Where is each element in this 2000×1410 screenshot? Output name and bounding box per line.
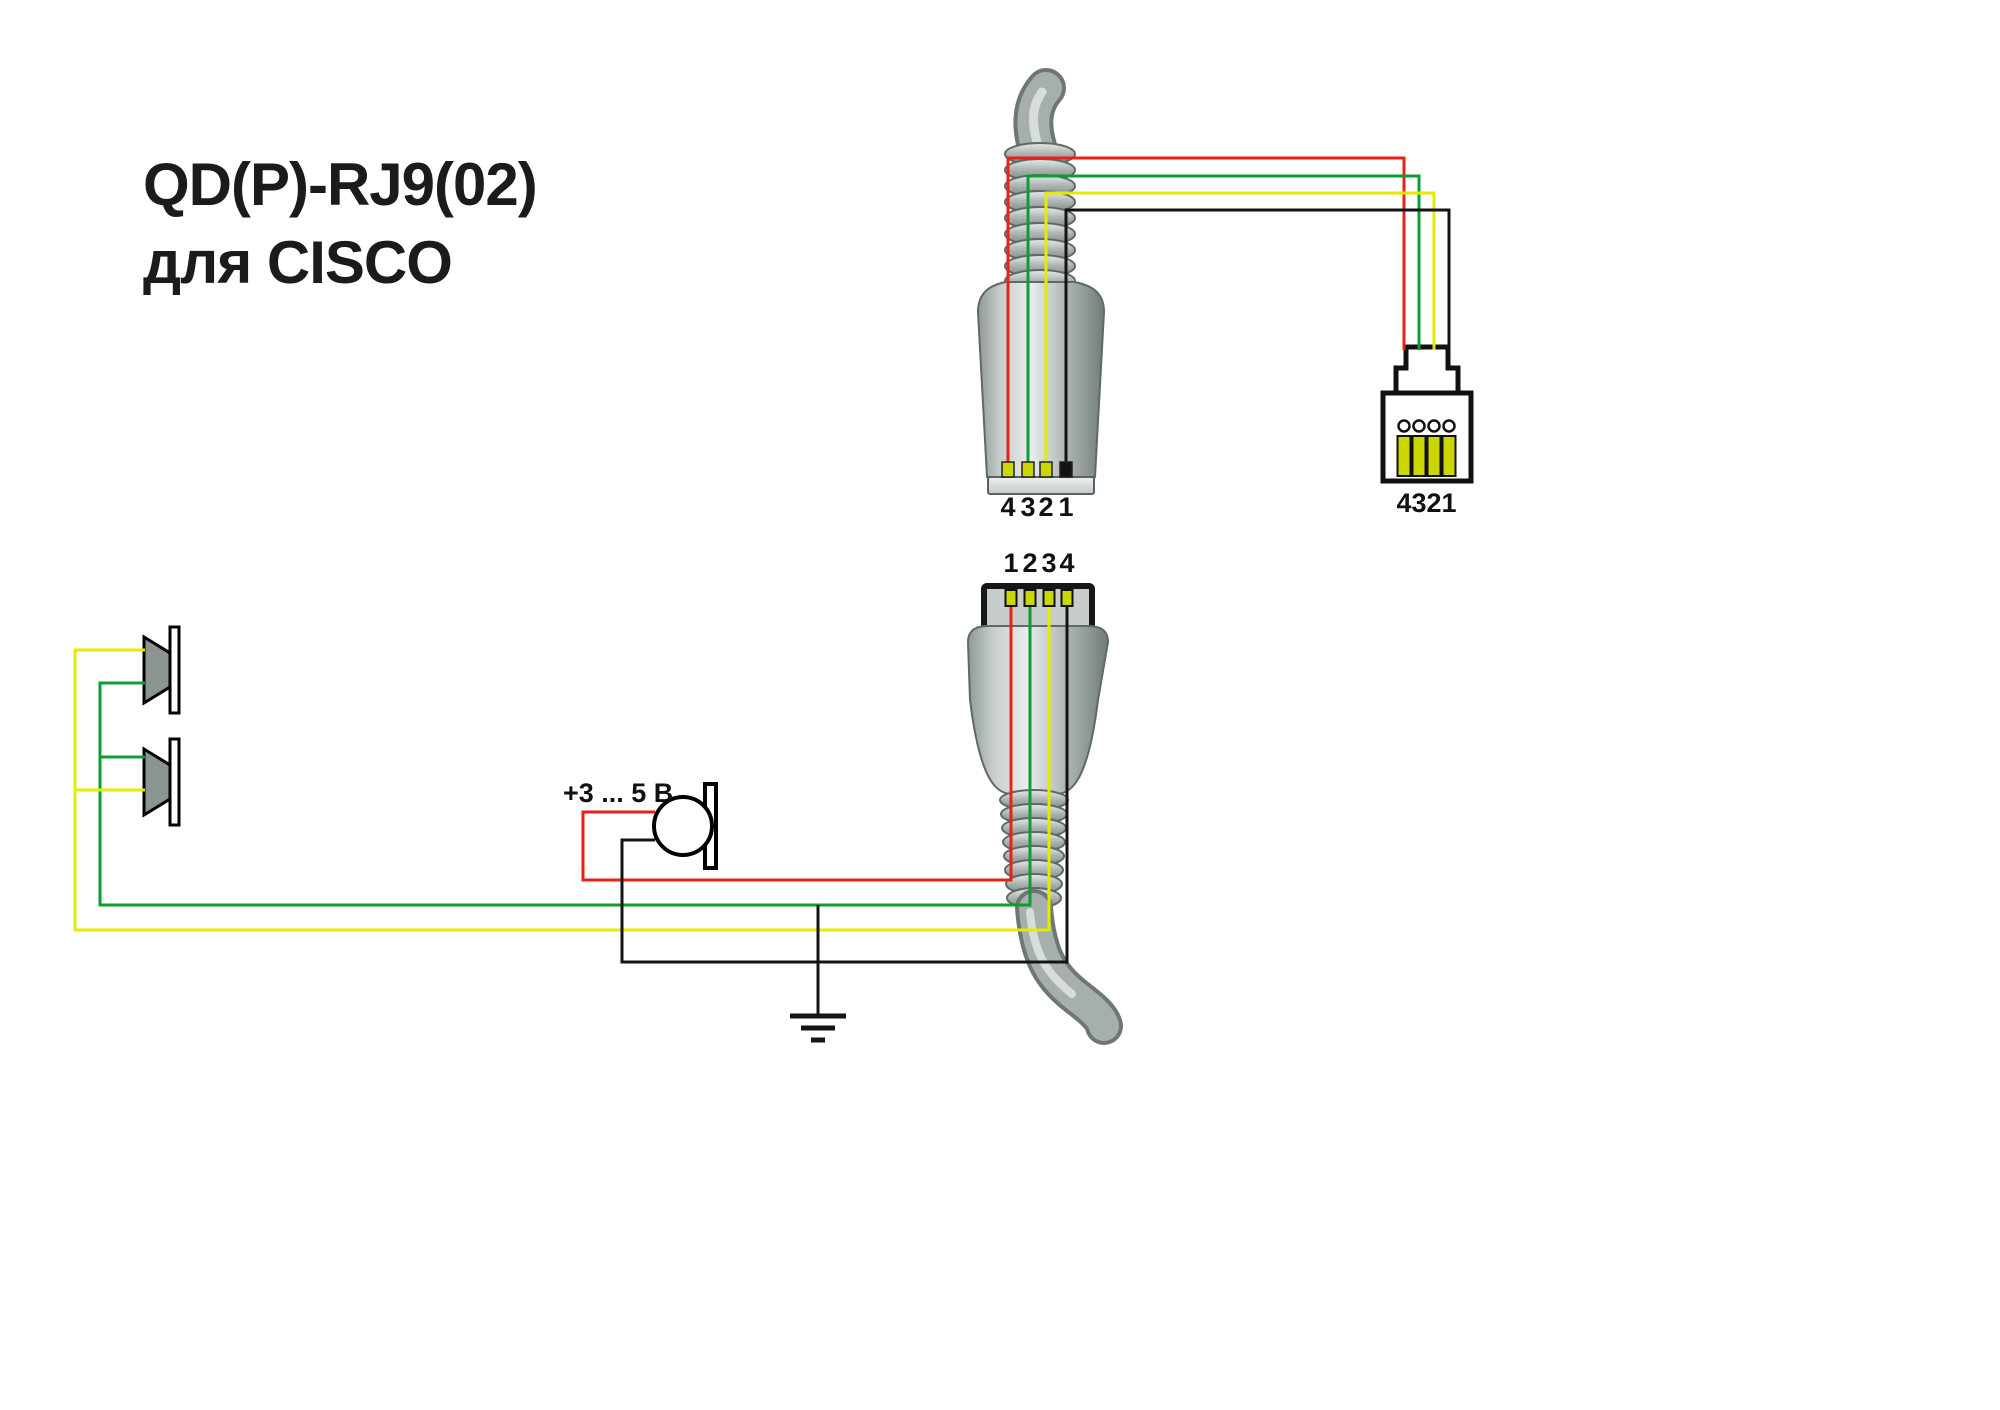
pin-label: 1 (1058, 492, 1073, 522)
rj9-contact-hole (1442, 419, 1456, 433)
cable-stub-top (1013, 68, 1066, 170)
wire-red-bottom (581, 604, 1013, 882)
bottom-qd-pin-labels: 1 2 3 4 (1003, 548, 1074, 578)
pin-label: 3 (1041, 548, 1056, 578)
pin-label: 2 (1038, 492, 1053, 522)
contact-pin (1042, 589, 1056, 607)
pin-label: 3 (1020, 492, 1035, 522)
rj9-contacts (1396, 419, 1457, 477)
top-qd-connector (976, 68, 1106, 495)
rj9-contact-hole (1412, 419, 1426, 433)
rj9-contact-pin (1411, 435, 1427, 477)
wire-green-top (1026, 174, 1421, 470)
qd-body-bottom (966, 625, 1110, 795)
pin-label: 4 (1000, 492, 1015, 522)
wire-black-top (1064, 208, 1451, 470)
contact-tab (1021, 461, 1035, 478)
rj9-contact-pin (1396, 435, 1412, 477)
bottom-qd-connector (966, 583, 1123, 1045)
wire-red-top (1006, 156, 1406, 470)
rj9-contact-hole (1427, 419, 1441, 433)
pin-label: 4 (1396, 488, 1411, 518)
qd-top-contact-tabs (1001, 461, 1073, 478)
pin-label: 1 (1003, 548, 1018, 578)
contact-tab (1001, 461, 1015, 478)
wire-black-bottom (620, 604, 1069, 1014)
contact-pin (1060, 589, 1074, 607)
rj9-contact-hole (1397, 419, 1411, 433)
pin-label: 4 (1059, 548, 1074, 578)
rj9-contact-pin (1426, 435, 1442, 477)
top-qd-pin-labels: 4 3 2 1 (1000, 492, 1073, 522)
contact-pin (1023, 589, 1037, 607)
title: QD(P)-RJ9(02) для CISCO (143, 151, 538, 296)
title-line-2: для CISCO (143, 229, 452, 296)
ribbed-strain-relief-top (1004, 142, 1076, 293)
pin-label: 2 (1426, 488, 1441, 518)
pin-label: 1 (1441, 488, 1456, 518)
pin-label: 3 (1411, 488, 1426, 518)
ground-icon (790, 1013, 846, 1043)
qd-bottom-contact-pins (1004, 589, 1074, 607)
rj9-pin-labels: 4 3 2 1 (1396, 488, 1456, 518)
rj9-plug (1380, 344, 1474, 484)
pin-label: 2 (1022, 548, 1037, 578)
qd-contact-plate-bottom (981, 583, 1095, 631)
wire-yellow-top (1044, 191, 1436, 470)
rj9-contact-pin (1441, 435, 1457, 477)
wire-yellow-bottom (73, 604, 1051, 932)
qd-body-top (976, 281, 1106, 478)
mic-bias-label: +3 ... 5 В (563, 778, 673, 808)
microphone-icon (652, 782, 718, 870)
wire-green-bottom (98, 604, 1032, 907)
speaker-1-icon (142, 625, 181, 715)
contact-pin (1004, 589, 1018, 607)
contact-tab (1039, 461, 1053, 478)
contact-tab-black (1059, 461, 1073, 478)
speaker-2-icon (142, 737, 181, 827)
title-line-1: QD(P)-RJ9(02) (143, 151, 537, 218)
rj9-latch-tab (1393, 344, 1461, 398)
